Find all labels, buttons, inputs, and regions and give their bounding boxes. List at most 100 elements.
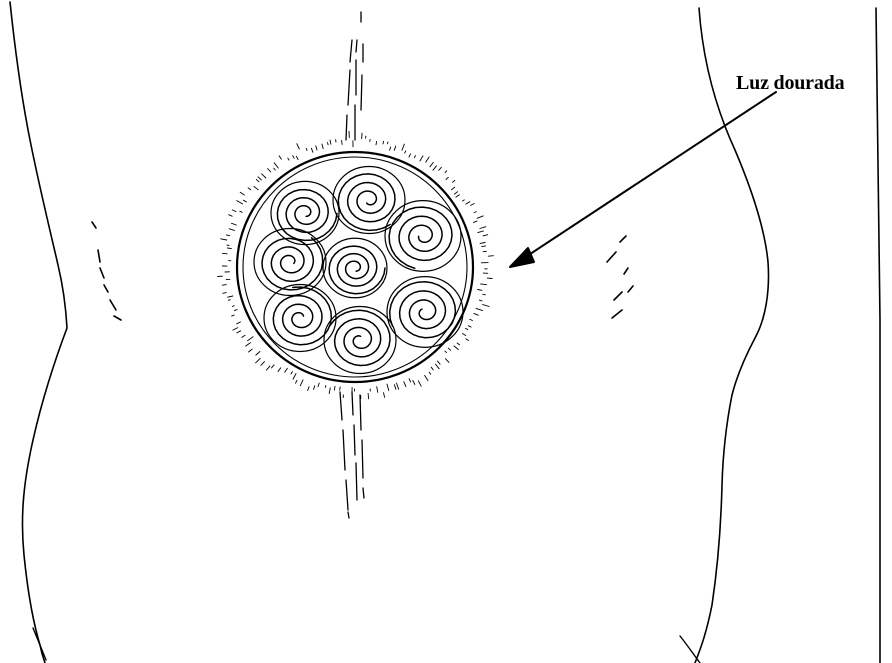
- light-ray: [256, 179, 259, 181]
- callout-arrow: [510, 92, 776, 267]
- light-ray: [468, 326, 471, 327]
- light-ray: [285, 368, 288, 372]
- light-ray: [437, 361, 440, 364]
- light-ray: [229, 229, 234, 231]
- light-ray: [394, 385, 396, 390]
- light-ray: [409, 154, 411, 157]
- light-ray: [274, 168, 276, 170]
- light-ray: [314, 386, 315, 390]
- light-ray: [470, 319, 473, 320]
- light-ray: [232, 223, 237, 225]
- light-ray: [388, 142, 389, 144]
- light-ray: [329, 388, 330, 394]
- light-ray: [262, 174, 266, 178]
- light-ray: [274, 163, 278, 168]
- light-ray: [232, 210, 236, 212]
- light-ray: [479, 300, 482, 301]
- light-ray: [431, 367, 433, 370]
- light-ray: [222, 285, 226, 286]
- light-ray: [446, 177, 448, 179]
- light-ray: [383, 141, 384, 144]
- light-ray: [318, 383, 319, 387]
- light-ray: [466, 339, 469, 341]
- light-ray: [237, 322, 241, 324]
- light-ray: [325, 386, 326, 388]
- swirl-petal: [277, 190, 337, 241]
- light-ray: [478, 290, 482, 291]
- light-ray: [420, 156, 423, 161]
- light-ray: [483, 305, 490, 307]
- light-ray: [237, 331, 241, 333]
- light-ray: [394, 146, 395, 150]
- light-ray: [482, 246, 486, 247]
- light-ray: [448, 348, 450, 350]
- light-ray: [463, 200, 465, 201]
- light-ray: [293, 156, 295, 159]
- light-ray: [418, 381, 421, 386]
- light-ray: [430, 162, 433, 166]
- light-ray: [328, 142, 329, 144]
- swirl-petal: [273, 287, 331, 345]
- light-ray: [248, 188, 251, 190]
- light-ray: [322, 144, 323, 149]
- light-ray: [474, 313, 478, 315]
- left-waist-crease: [33, 628, 46, 660]
- light-ray: [466, 202, 470, 204]
- light-ray: [414, 156, 415, 158]
- spine-lower: [340, 392, 364, 518]
- light-ray: [390, 147, 391, 150]
- light-ray: [435, 364, 439, 369]
- light-ray: [483, 235, 488, 236]
- left-back-marks: [92, 222, 121, 320]
- light-ray: [439, 167, 442, 170]
- swirl-petals: [254, 167, 463, 374]
- light-ray: [445, 351, 447, 353]
- light-ray: [376, 142, 377, 145]
- light-ray: [243, 200, 246, 202]
- light-ray: [471, 204, 475, 206]
- light-ray: [279, 156, 281, 159]
- light-ray: [267, 366, 270, 370]
- light-ray: [240, 192, 244, 195]
- light-ray: [227, 248, 231, 249]
- right-hip-curve: [680, 636, 700, 663]
- light-ray: [293, 374, 296, 380]
- petal-outline: [387, 277, 463, 348]
- golden-light-rays: [218, 131, 494, 399]
- light-ray: [480, 227, 486, 229]
- light-ray: [377, 387, 378, 393]
- light-ray: [473, 221, 477, 222]
- light-ray: [481, 284, 487, 285]
- light-ray: [453, 180, 455, 182]
- light-ray: [474, 212, 476, 213]
- light-ray: [402, 144, 404, 150]
- light-ray: [488, 256, 493, 257]
- light-ray: [296, 380, 298, 383]
- light-ray: [445, 171, 447, 173]
- light-ray: [242, 335, 245, 337]
- light-ray: [429, 372, 431, 374]
- light-ray: [478, 231, 484, 233]
- right-edge-crease: [876, 8, 881, 663]
- light-ray: [249, 349, 253, 352]
- light-ray: [228, 300, 230, 301]
- light-ray: [229, 215, 233, 217]
- light-ray: [405, 151, 406, 153]
- left-body-outline: [10, 2, 67, 663]
- right-body-outline: [695, 8, 768, 663]
- light-ray: [445, 359, 449, 363]
- light-ray: [451, 187, 454, 190]
- light-ray: [296, 156, 298, 159]
- light-ray: [426, 157, 430, 162]
- swirl-petal: [389, 207, 452, 268]
- light-ray: [240, 211, 242, 212]
- light-ray: [248, 337, 254, 341]
- light-ray: [297, 144, 300, 149]
- spine-upper: [346, 12, 363, 140]
- chakra-disc: [218, 131, 494, 399]
- light-ray: [456, 195, 460, 197]
- light-ray: [256, 352, 260, 356]
- light-ray: [457, 343, 460, 345]
- light-ray: [246, 343, 251, 347]
